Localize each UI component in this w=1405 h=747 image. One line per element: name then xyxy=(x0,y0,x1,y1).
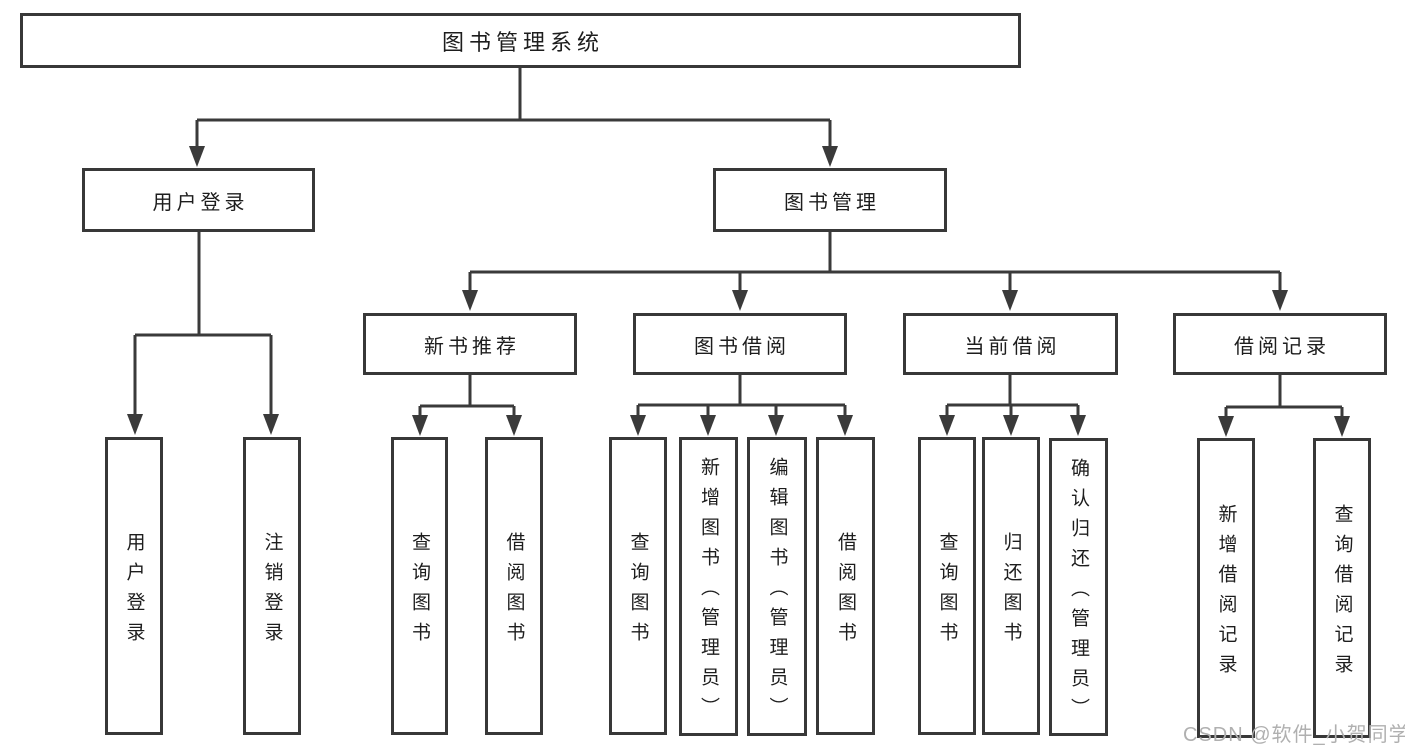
node-label: 当前借阅 xyxy=(964,335,1061,358)
node-label: 查询图书 xyxy=(627,531,649,652)
node-label: 图书管理 xyxy=(784,191,880,214)
node-label: 借阅图书 xyxy=(503,531,525,652)
node-label: 确认归还（管理员） xyxy=(1068,457,1089,728)
node-borrowing-records: 借阅记录 xyxy=(1173,313,1387,375)
leaf-borrow-books-recommend: 借阅图书 xyxy=(485,437,543,735)
node-label: 用户登录 xyxy=(123,531,145,652)
node-label: 归还图书 xyxy=(1000,531,1022,652)
node-label: 借阅图书 xyxy=(835,531,856,652)
csdn-watermark: CSDN @软件_小贺同学 xyxy=(1183,724,1405,746)
node-label: 新增图书（管理员） xyxy=(698,457,719,727)
leaf-query-books-recommend: 查询图书 xyxy=(391,437,448,735)
node-label: 新书推荐 xyxy=(424,335,520,358)
node-label: 借阅记录 xyxy=(1234,335,1330,358)
leaf-borrow-books: 借阅图书 xyxy=(816,437,875,735)
node-new-book-recommend: 新书推荐 xyxy=(363,313,577,375)
node-label: 查询借阅记录 xyxy=(1331,503,1353,684)
leaf-user-login: 用户登录 xyxy=(105,437,163,735)
node-book-borrowing: 图书借阅 xyxy=(633,313,847,375)
node-user-login: 用户登录 xyxy=(82,168,315,232)
leaf-add-borrow-record: 新增借阅记录 xyxy=(1197,438,1255,738)
node-label: 注销登录 xyxy=(261,531,283,652)
leaf-query-books-borrowing: 查询图书 xyxy=(609,437,667,735)
node-label: 查询图书 xyxy=(409,531,430,652)
node-label: 新增借阅记录 xyxy=(1215,503,1237,684)
leaf-confirm-return-admin: 确认归还（管理员） xyxy=(1049,438,1108,736)
node-library-management-system: 图书管理系统 xyxy=(20,13,1021,68)
leaf-return-books: 归还图书 xyxy=(982,437,1040,735)
node-label: 用户登录 xyxy=(152,191,249,214)
node-current-borrowing: 当前借阅 xyxy=(903,313,1118,375)
leaf-edit-books-admin: 编辑图书（管理员） xyxy=(747,437,807,736)
leaf-logout: 注销登录 xyxy=(243,437,301,735)
node-label: 编辑图书（管理员） xyxy=(766,457,788,727)
node-label: 图书管理系统 xyxy=(441,29,604,55)
node-book-management: 图书管理 xyxy=(713,168,947,232)
leaf-add-books-admin: 新增图书（管理员） xyxy=(679,437,738,736)
node-label: 图书借阅 xyxy=(694,335,790,358)
leaf-query-books-current: 查询图书 xyxy=(918,437,976,735)
leaf-query-borrow-record: 查询借阅记录 xyxy=(1313,438,1371,738)
node-label: 查询图书 xyxy=(936,531,958,652)
